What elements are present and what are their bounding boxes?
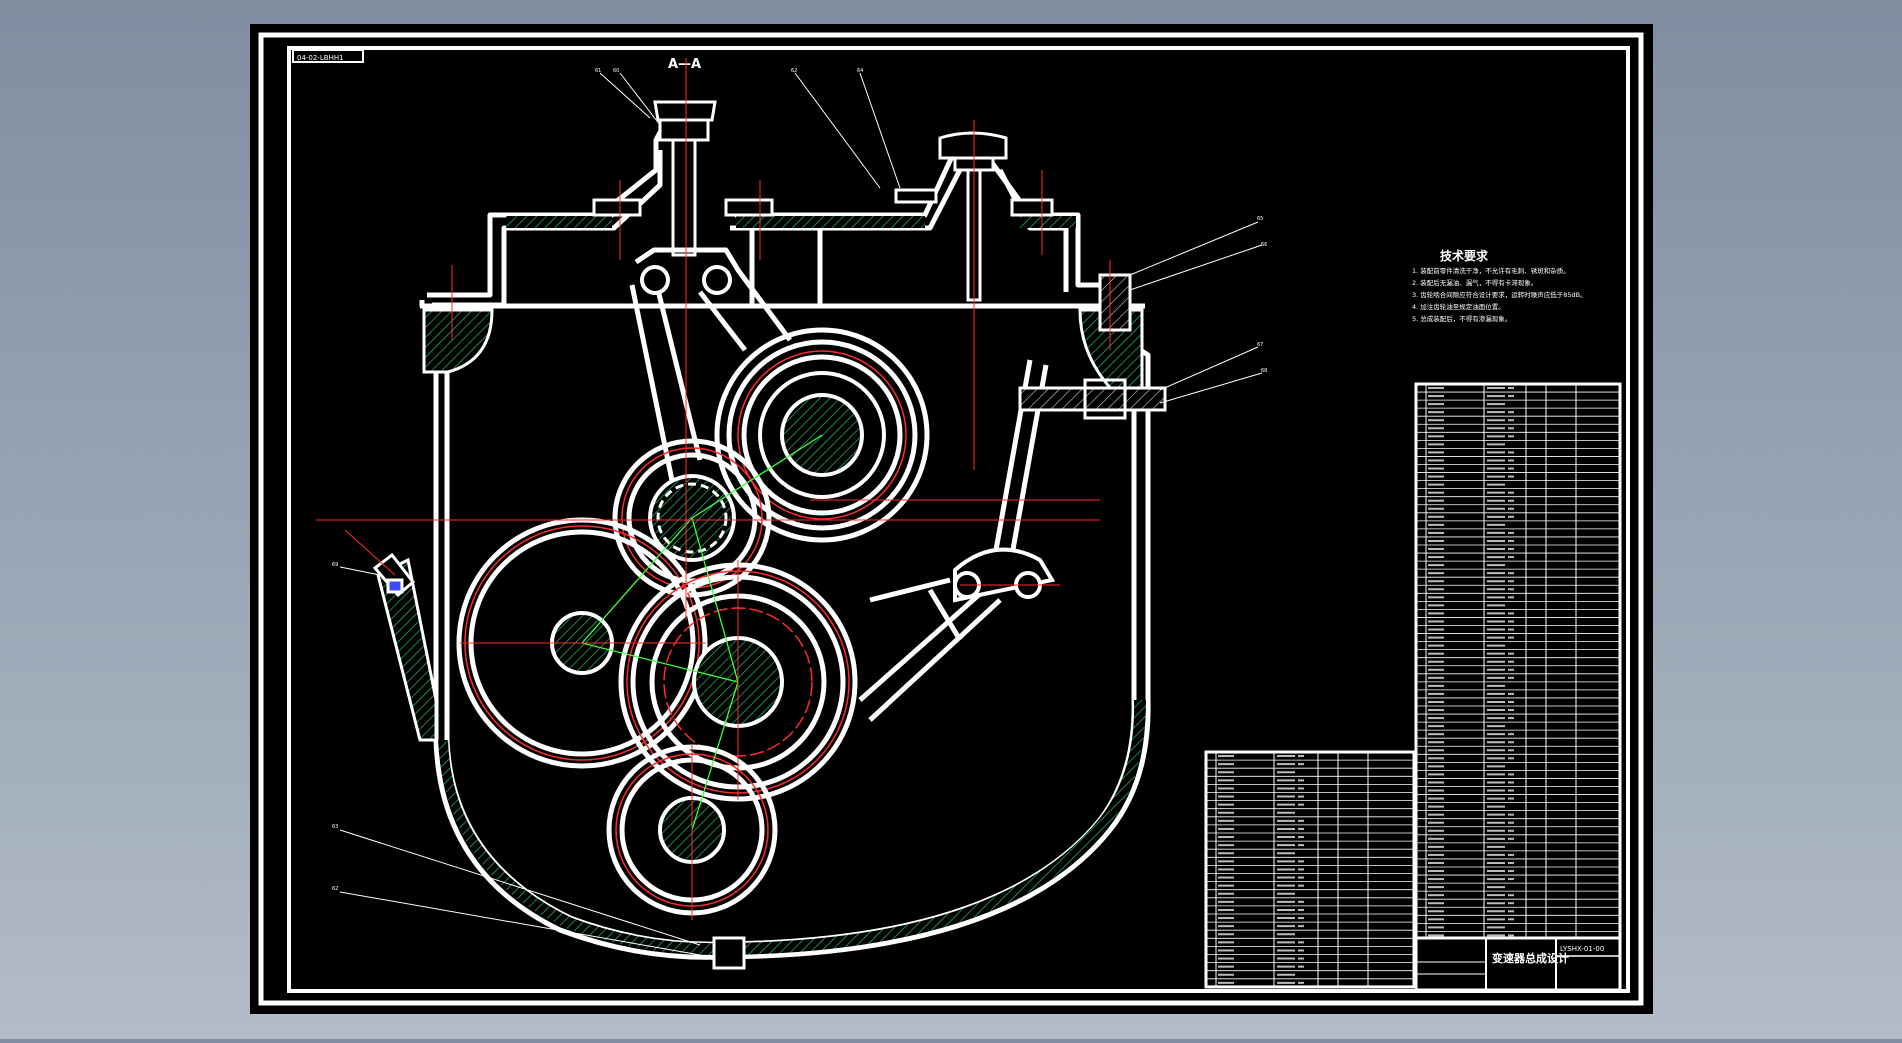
svg-text:64: 64	[857, 68, 863, 74]
drawing-number: LYSHX-01-00	[1560, 945, 1604, 953]
left-wall-hatch	[376, 557, 438, 742]
right-plug	[1018, 273, 1167, 420]
tech-req-item-4: 4. 加注齿轮油至规定油面位置。	[1412, 302, 1505, 311]
svg-text:68: 68	[1261, 368, 1267, 374]
fork-pivots	[640, 265, 1056, 603]
left-rib-hatch	[422, 308, 494, 374]
svg-text:67: 67	[1257, 342, 1263, 348]
svg-text:65: 65	[1257, 216, 1263, 222]
top-flange2-hatch	[736, 216, 925, 228]
outer-frame	[258, 32, 1644, 1006]
inner-frame	[287, 46, 1630, 993]
section-label: A—A	[668, 57, 701, 72]
tech-req-item-3: 3. 齿轮啮合间隙应符合设计要求，运转时噪声应低于85dB。	[1412, 290, 1587, 299]
svg-text:62: 62	[791, 68, 797, 74]
balloon-numbers: 61 60 62 64 65 66 67 68 69 63 62	[332, 68, 1267, 892]
title-block: 变速器总成设计 LYSHX-01-00	[1414, 936, 1622, 992]
parts-list-left	[1204, 750, 1416, 989]
drawing-title: 变速器总成设计	[1492, 951, 1569, 965]
svg-text:62: 62	[332, 886, 338, 892]
balloon-leaders	[339, 72, 1263, 956]
parts-list-right	[1414, 382, 1622, 941]
center-distance-lines	[581, 434, 823, 831]
centerlines	[316, 58, 1111, 920]
top-flange-hatch	[506, 216, 612, 228]
tech-req-item-1: 1. 装配前零件清洗干净，不允许有毛刺、锈斑和杂质。	[1412, 266, 1570, 275]
svg-text:60: 60	[613, 68, 619, 74]
svg-text:66: 66	[1261, 242, 1267, 248]
code-tag-box	[292, 49, 364, 63]
top-flange3-hatch	[1020, 216, 1076, 228]
tech-req-heading: 技术要求	[1440, 248, 1489, 263]
parts-list-frame	[1414, 382, 1622, 941]
svg-text:61: 61	[595, 68, 601, 74]
svg-text:69: 69	[332, 562, 338, 568]
svg-text:63: 63	[332, 824, 338, 830]
parts-list-frame	[1204, 750, 1416, 989]
bottom-drain	[712, 936, 746, 970]
code-tag: 04-02-LBHH1	[297, 54, 344, 62]
breather-right	[938, 131, 1008, 302]
breather-left	[653, 100, 717, 257]
tech-requirements: 技术要求 1. 装配前零件清洗干净，不允许有毛刺、锈斑和杂质。 2. 装配后无漏…	[1412, 248, 1587, 323]
tech-req-item-5: 5. 总成装配后，不得有渗漏现象。	[1412, 314, 1511, 323]
tech-req-item-2: 2. 装配后无漏油、漏气，不得有卡滞现象。	[1412, 278, 1537, 287]
